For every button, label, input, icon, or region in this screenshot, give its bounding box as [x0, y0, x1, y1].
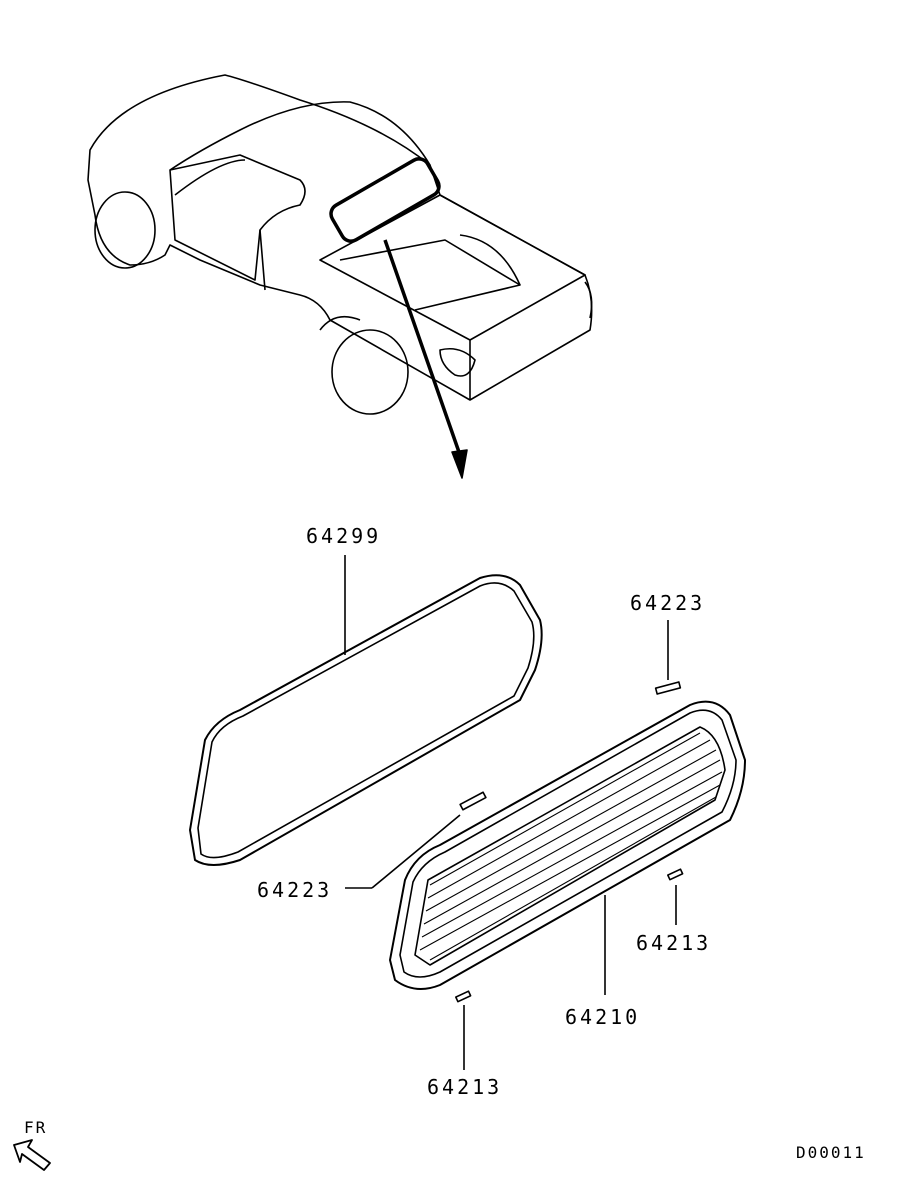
callout-64210: 64210 [565, 1005, 641, 1029]
callout-64223-top: 64223 [630, 591, 706, 615]
spacers-and-fasteners [345, 620, 684, 1070]
front-arrow-icon [13, 1139, 51, 1171]
truck-illustration [87, 74, 593, 479]
front-direction-label: FR [24, 1118, 48, 1137]
callout-64213-right: 64213 [636, 931, 712, 955]
callout-64223-left: 64223 [257, 878, 333, 902]
weatherstrip-64299 [189, 555, 543, 866]
glass-64210 [389, 700, 746, 995]
diagram-code: D00011 [796, 1143, 866, 1162]
callout-64299: 64299 [306, 524, 382, 548]
callout-64213-bottom: 64213 [427, 1075, 503, 1099]
